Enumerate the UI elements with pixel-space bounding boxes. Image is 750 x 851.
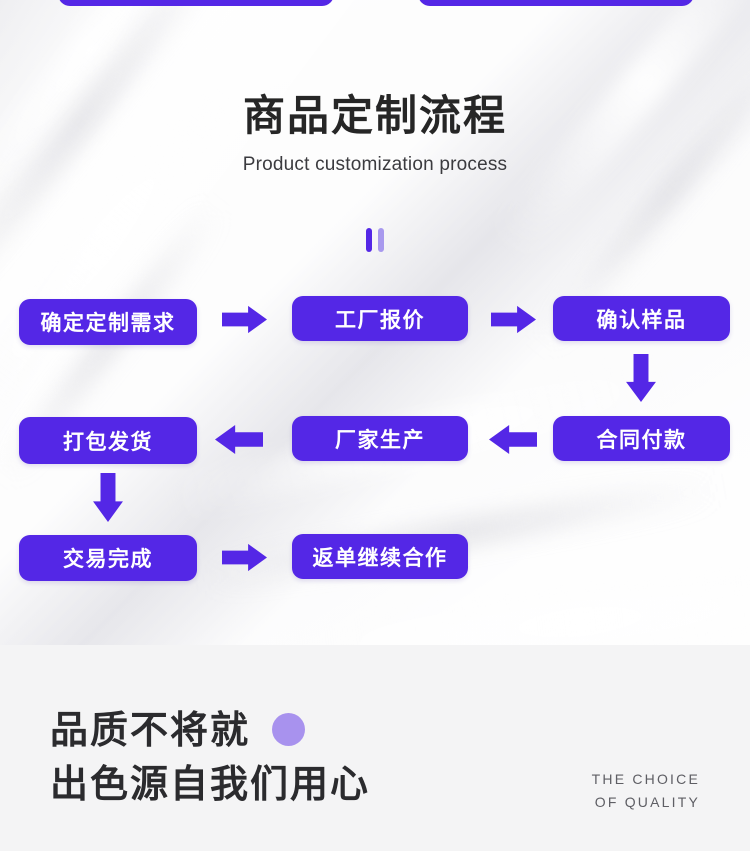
arrow-down-icon [93, 473, 123, 522]
arrow-left-icon [489, 424, 537, 455]
footer-tagline: THE CHOICE OF QUALITY [592, 768, 700, 814]
divider-bar-light [378, 228, 384, 252]
flow-node-contract-payment[interactable]: 合同付款 [553, 416, 730, 461]
flow-node-confirm-sample[interactable]: 确认样品 [553, 296, 730, 341]
flow-node-manufacturer-production[interactable]: 厂家生产 [292, 416, 468, 461]
page-title: 商品定制流程 [242, 92, 507, 139]
decorative-dot-icon [272, 713, 305, 746]
previous-section-pill-left [58, 0, 334, 6]
tagline-line-2: OF QUALITY [594, 794, 700, 811]
footer-slogan: 品质不将就 出色源自我们用心 [50, 705, 370, 813]
divider [0, 228, 750, 252]
divider-bar-dark [366, 228, 372, 252]
arrow-right-icon [222, 305, 267, 334]
flow-node-factory-quotation[interactable]: 工厂报价 [292, 296, 468, 341]
slogan-line-1: 品质不将就 [50, 710, 251, 752]
page-subtitle: Product customization process [242, 154, 508, 176]
footer-background-panel [0, 645, 750, 851]
previous-section-pill-right [418, 0, 694, 6]
arrow-down-icon [626, 354, 656, 402]
arrow-right-icon [491, 305, 536, 334]
slogan-line-2: 出色源自我们用心 [50, 763, 371, 806]
arrow-left-icon [215, 424, 263, 455]
flow-node-confirm-requirements[interactable]: 确定定制需求 [19, 299, 197, 345]
process-flow-chart: 确定定制需求 工厂报价 确认样品 打包发货 厂家生产 合同付款 交易完成 返单继… [19, 296, 730, 581]
flow-node-pack-and-ship[interactable]: 打包发货 [19, 417, 197, 464]
tagline-line-1: THE CHOICE [591, 771, 700, 787]
arrow-right-icon [222, 543, 267, 572]
flow-node-transaction-complete[interactable]: 交易完成 [19, 535, 197, 581]
section-heading: 商品定制流程 Product customization process [0, 92, 750, 177]
flow-node-repeat-order-cooperation[interactable]: 返单继续合作 [292, 534, 468, 579]
